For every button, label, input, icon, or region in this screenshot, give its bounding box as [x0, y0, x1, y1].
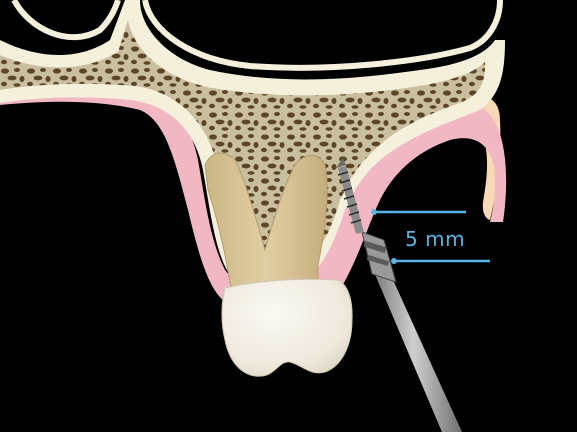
measurement-label: 5 mm — [405, 227, 465, 251]
measure-point-top — [371, 209, 377, 215]
measure-point-bottom — [391, 258, 397, 264]
tooth-crown — [222, 279, 352, 376]
